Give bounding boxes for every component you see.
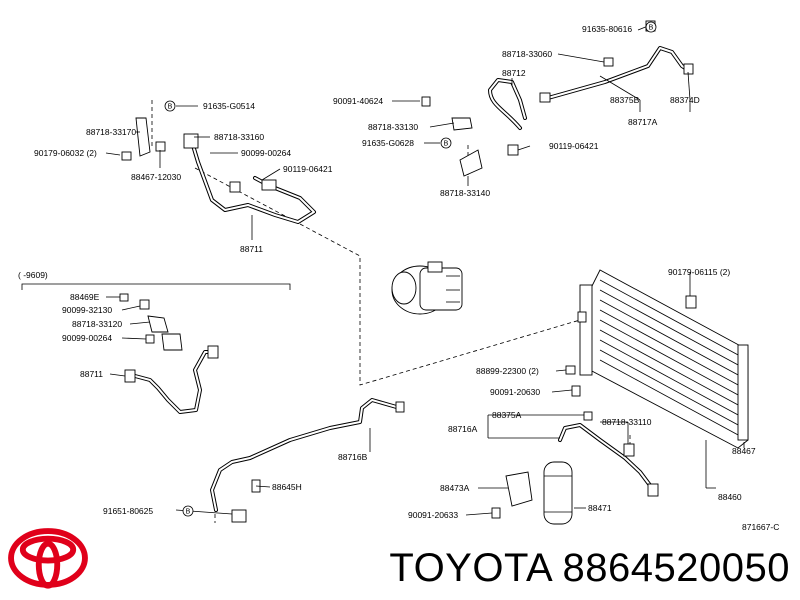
callout-88460: 88460 (718, 492, 742, 502)
part-number-title: TOYOTA 8864520050 (389, 546, 790, 590)
callout-88718-33160: 88718-33160 (214, 132, 264, 142)
receiver-drier-88471 (491, 461, 573, 525)
callout-88716b: 88716B (338, 452, 368, 462)
bubble-marker-b-4: B (182, 505, 194, 517)
callout-90179-06032: 90179-06032 (2) (34, 148, 97, 158)
callout-88718-33060: 88718-33060 (502, 49, 552, 59)
callout-88473a: 88473A (440, 483, 470, 493)
callout-88718-33140: 88718-33140 (440, 188, 490, 198)
callout-90091-40624: 90091-40624 (333, 96, 383, 106)
toyota-logo-icon (8, 528, 88, 589)
callout-88375a: 88375A (492, 410, 522, 420)
bubble-marker-b-3: B (164, 100, 176, 112)
suction-hose-88711-upper (121, 117, 316, 224)
callout-90099-00264-lower: 90099-00264 (62, 333, 112, 343)
callout-88718-33170: 88718-33170 (86, 127, 136, 137)
svg-text:B: B (168, 104, 173, 111)
condenser-88460 (577, 269, 749, 449)
callout-labels: 91635-80616 88718-33060 88712 88375B 883… (18, 24, 779, 532)
discharge-hose-88717a (539, 20, 694, 103)
callout-88718-33130: 88718-33130 (368, 122, 418, 132)
callout-90099-00264-upper: 90099-00264 (241, 148, 291, 158)
callout-90119-06421-lower: 90119-06421 (283, 164, 333, 174)
callout-91635-g0514: 91635-G0514 (203, 101, 255, 111)
callout-88471: 88471 (588, 503, 612, 513)
callout-91635-g0628: 91635-G0628 (362, 138, 414, 148)
callout-88718-33120: 88718-33120 (72, 319, 122, 329)
callout-90099-32130: 90099-32130 (62, 305, 112, 315)
bubble-marker-b-1: B (645, 21, 657, 33)
callout-90119-06421-upper: 90119-06421 (549, 141, 599, 151)
compressor-unit (391, 261, 463, 315)
callout-88375b: 88375B (610, 95, 640, 105)
assembly-outline-upper (194, 167, 581, 386)
suction-hose-88711-lower (119, 293, 219, 414)
callout-91651-80625: 91651-80625 (103, 506, 153, 516)
callout-88374d: 88374D (670, 95, 700, 105)
callout-88467-12030: 88467-12030 (131, 172, 181, 182)
range-note: ( -9609) (18, 270, 48, 280)
callout-88718-33110: 88718-33110 (602, 417, 652, 427)
liquid-line-88716a (558, 365, 659, 497)
svg-text:B: B (444, 141, 449, 148)
callout-90179-06115: 90179-06115 (2) (668, 267, 730, 277)
callout-88469e: 88469E (70, 292, 100, 302)
callout-88899-22300: 88899-22300 (2) (476, 366, 539, 376)
liquid-line-88716 (210, 398, 405, 523)
range-bracket-line (21, 283, 291, 290)
callout-90091-20633: 90091-20633 (408, 510, 458, 520)
callout-88467: 88467 (732, 446, 756, 456)
hose-88712 (421, 78, 527, 177)
callout-90091-20630: 90091-20630 (490, 387, 540, 397)
figure-code: 871667-C (742, 522, 779, 532)
callout-91635-80616: 91635-80616 (582, 24, 632, 34)
callout-88716a: 88716A (448, 424, 478, 434)
callout-88711-upper: 88711 (240, 244, 263, 254)
callout-88645h: 88645H (272, 482, 302, 492)
callout-88712: 88712 (502, 68, 526, 78)
svg-text:B: B (649, 25, 654, 32)
svg-text:B: B (186, 509, 191, 516)
callout-88711-lower: 88711 (80, 369, 103, 379)
bubble-marker-b-2: B (440, 137, 452, 149)
callout-88717a: 88717A (628, 117, 658, 127)
